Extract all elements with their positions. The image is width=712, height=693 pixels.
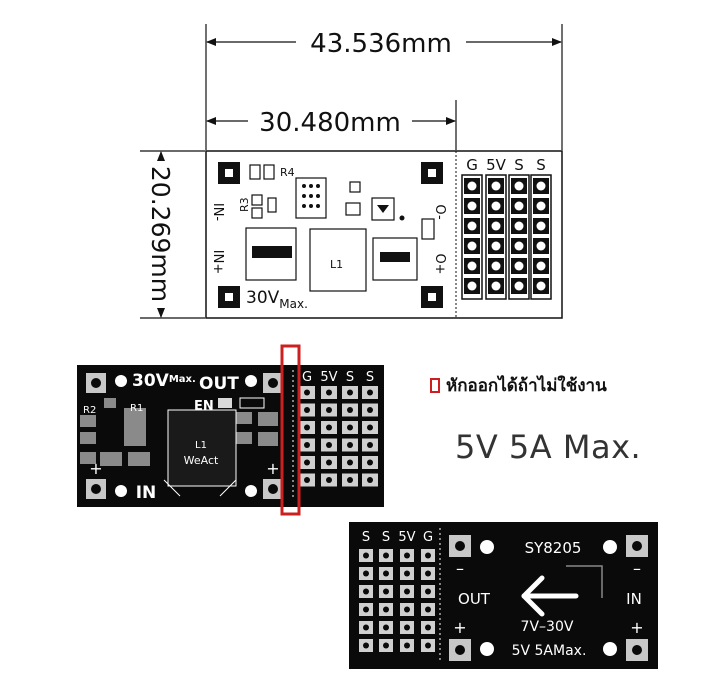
direction-arrow-icon <box>521 575 579 617</box>
drawing-r3-label: R3 <box>238 197 251 212</box>
drawing-components <box>245 164 435 292</box>
mounting-pad <box>218 162 443 308</box>
total-width-dimension: 43.536mm <box>310 29 452 59</box>
top-r1-label: R1 <box>130 403 143 414</box>
bottom-rating-label: 5V 5AMax. <box>512 643 587 659</box>
breakaway-note-text: หักออกได้ถ้าไม่ใช้งาน <box>446 376 607 396</box>
breakaway-highlight <box>280 344 301 516</box>
drawing-in-minus-label: IN- <box>210 203 225 222</box>
bottom-minus-right: – <box>633 559 641 578</box>
dimension-lines <box>140 24 563 319</box>
top-max-voltage: 30VMax. <box>132 371 196 391</box>
bottom-header-pins <box>359 549 435 652</box>
drawing-header-pins <box>461 174 552 300</box>
drawing-board: G 5V S S R4 R3 L1 IN <box>205 150 563 319</box>
top-header-label-s1: S <box>346 370 354 385</box>
top-in-label: IN <box>136 483 157 503</box>
drawing-header-label-5v: 5V <box>486 156 507 174</box>
drawing-max-voltage-suffix: Max. <box>279 297 308 311</box>
drawing-l1-label: L1 <box>330 258 343 271</box>
top-plus-right: + <box>266 459 279 478</box>
drawing-max-voltage: 30VMax. <box>246 288 308 311</box>
bottom-plus-left: + <box>453 618 466 637</box>
top-plus-left: + <box>89 459 102 478</box>
bottom-range-label: 7V–30V <box>521 619 574 635</box>
pcb-width-dimension: 30.480mm <box>259 108 401 138</box>
drawing-header-label-s2: S <box>536 156 546 174</box>
height-dimension: 20.269mm <box>146 166 175 302</box>
top-max-voltage-value: 30V <box>132 371 170 391</box>
top-out-label: OUT <box>199 374 239 394</box>
top-en-label: EN <box>194 399 214 414</box>
top-board-photo: 30VMax. OUT EN R2 R1 L1 WeAct + + IN G 5… <box>77 344 384 516</box>
drawing-header-label-g: G <box>466 156 478 174</box>
drawing-in-plus-label: IN+ <box>210 250 225 274</box>
spec-label: 5V 5A Max. <box>455 428 642 466</box>
top-header-label-5v: 5V <box>320 370 337 385</box>
bottom-header-label-5v: 5V <box>398 530 415 545</box>
bottom-minus-left: – <box>456 559 464 578</box>
top-header-pins <box>299 386 378 487</box>
drawing-header-label-s1: S <box>514 156 524 174</box>
bottom-chip-label: SY8205 <box>525 539 582 557</box>
highlight-legend-marker <box>430 378 440 393</box>
top-header-label-g: G <box>302 370 312 385</box>
bottom-in-label: IN <box>626 590 642 608</box>
drawing-out-minus-label: O- <box>432 204 447 220</box>
top-max-voltage-suffix: Max. <box>169 374 196 385</box>
top-brand-label: WeAct <box>184 454 219 467</box>
bottom-header-label-s2: S <box>382 530 390 545</box>
drawing-max-voltage-value: 30V <box>246 288 280 308</box>
bottom-header-label-s1: S <box>362 530 370 545</box>
bottom-out-label: OUT <box>458 590 491 608</box>
bottom-plus-right: + <box>630 618 643 637</box>
top-l1-label: L1 <box>195 440 207 451</box>
bottom-board-photo: S S 5V G – – + + SY8205 OUT IN 7V–30 <box>349 522 658 669</box>
bottom-header-label-g: G <box>423 530 433 545</box>
top-header-label-s2: S <box>366 370 374 385</box>
drawing-out-plus-label: O+ <box>432 253 447 274</box>
drawing-r4-label: R4 <box>280 166 295 179</box>
top-r2-label: R2 <box>83 405 96 416</box>
breakaway-note: หักออกได้ถ้าไม่ใช้งาน <box>430 372 607 399</box>
